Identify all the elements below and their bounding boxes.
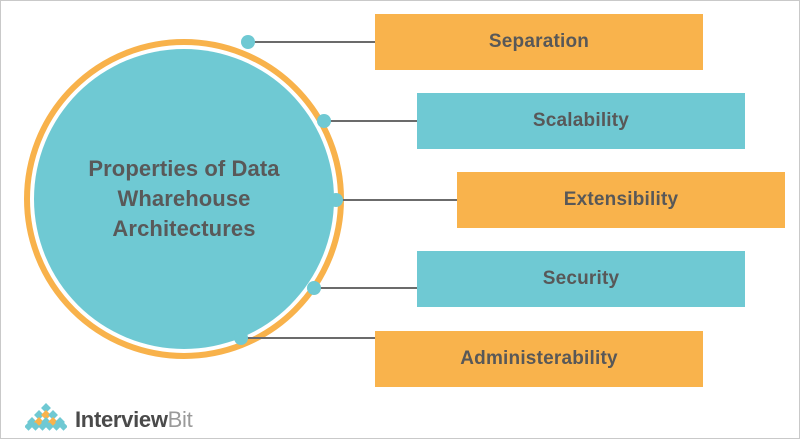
interviewbit-diamond-mark-icon — [24, 403, 68, 436]
interviewbit-logo: InterviewBit — [24, 403, 193, 436]
property-bar-administerability[interactable]: Administerability — [375, 331, 703, 387]
connector-dot-2 — [317, 114, 331, 128]
hub-label: Properties of Data Wharehouse Architectu… — [88, 156, 280, 241]
connector-line-2 — [330, 120, 418, 122]
interviewbit-wordmark: InterviewBit — [75, 406, 193, 432]
logo-word-interview: Interview — [75, 406, 168, 432]
connector-dot-5 — [234, 331, 248, 345]
property-bar-separation[interactable]: Separation — [375, 14, 703, 70]
property-bar-security[interactable]: Security — [417, 251, 745, 307]
connector-line-1 — [254, 41, 376, 43]
property-bar-label: Security — [542, 268, 620, 289]
connector-dot-1 — [241, 35, 255, 49]
property-bar-label: Extensibility — [563, 189, 679, 210]
property-bar-label: Administerability — [460, 348, 618, 369]
connector-dot-4 — [307, 281, 321, 295]
connector-line-5 — [247, 337, 377, 339]
logo-word-bit: Bit — [167, 406, 193, 432]
property-bar-label: Separation — [488, 31, 590, 52]
hub-circle: Properties of Data Wharehouse Architectu… — [34, 49, 334, 349]
connector-line-4 — [320, 287, 418, 289]
connector-dot-3 — [329, 193, 343, 207]
property-bar-label: Scalability — [532, 110, 630, 131]
connector-line-3 — [342, 199, 458, 201]
property-bar-extensibility[interactable]: Extensibility — [457, 172, 785, 228]
property-bar-scalability[interactable]: Scalability — [417, 93, 745, 149]
